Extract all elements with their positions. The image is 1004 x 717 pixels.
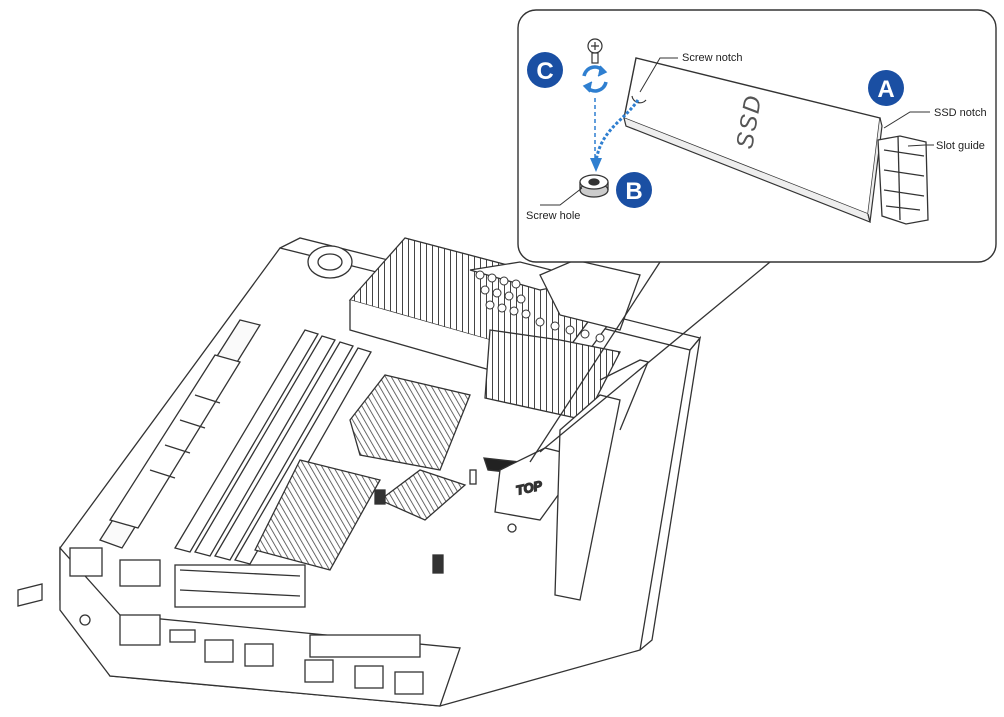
slot-guide-label: Slot guide	[936, 140, 985, 152]
screw	[587, 38, 603, 64]
push-down-arrow	[594, 99, 640, 163]
fan-cylinder	[108, 354, 242, 529]
ssd-notch-label: SSD notch	[934, 107, 987, 119]
svg-text:B: B	[625, 178, 642, 205]
heatsink-right	[484, 329, 621, 421]
screw-hole-label: Screw hole	[526, 210, 580, 222]
leader-lines	[540, 57, 934, 206]
slot-guide	[877, 135, 929, 225]
rotate-clockwise-icon	[582, 65, 608, 93]
svg-text:A: A	[877, 76, 894, 103]
top-label: TOP	[515, 478, 544, 498]
step-badge-a: A	[868, 70, 904, 106]
heatsink-center	[349, 374, 471, 471]
motherboard-assembly: TOP	[17, 237, 702, 707]
memory-modules	[174, 329, 372, 565]
zoom-callout: SSD	[517, 9, 997, 263]
heatsink-lower	[254, 459, 381, 571]
io-ports	[69, 547, 424, 695]
step-badge-b: B	[616, 172, 652, 208]
screw-hole-standoff	[579, 174, 609, 198]
svg-text:C: C	[536, 58, 553, 85]
step-badge-c: C	[527, 52, 563, 88]
screw-notch-label: Screw notch	[682, 52, 743, 64]
ssd-card: SSD	[623, 57, 883, 223]
callout-lines	[529, 261, 771, 463]
